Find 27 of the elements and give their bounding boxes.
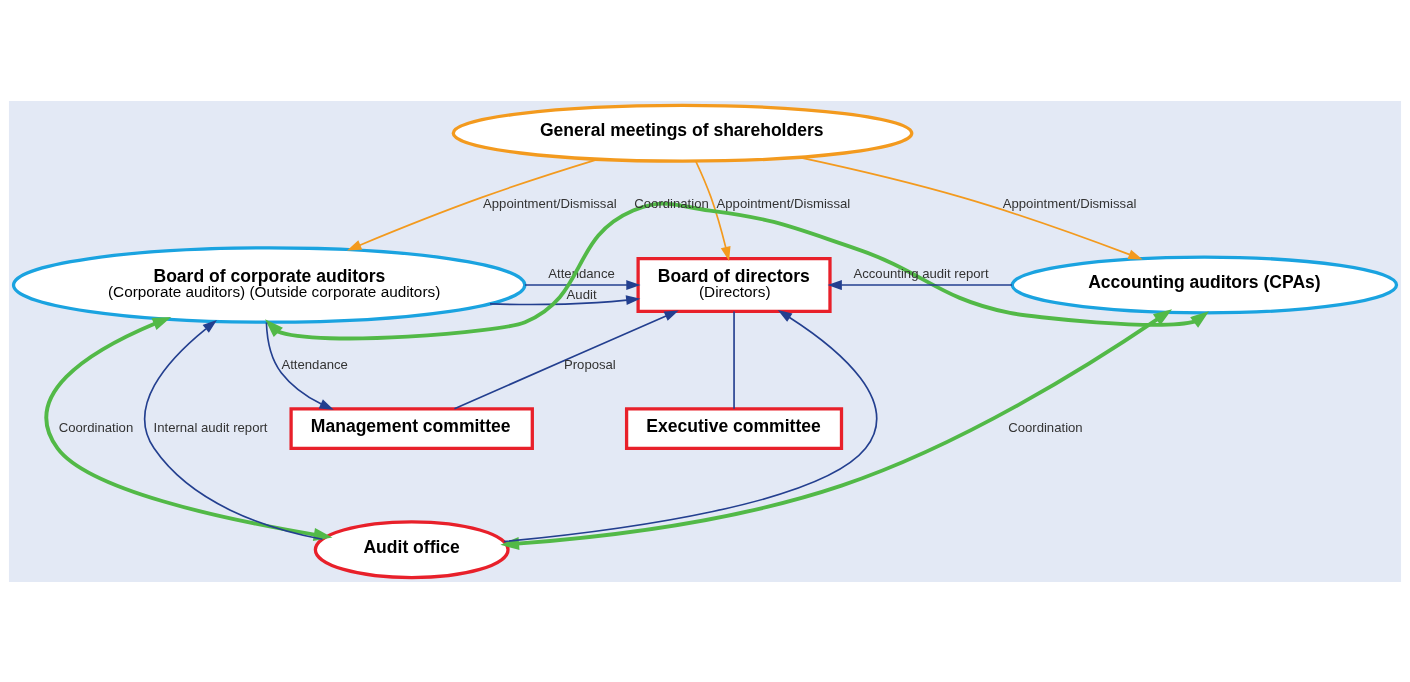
node-ellipse: Accounting auditors (CPAs) (1010, 255, 1399, 315)
edge-label: Coordination (1008, 419, 1083, 435)
edge-label: Attendance (281, 356, 348, 372)
edge-label: Appointment/Dismissal (1002, 195, 1137, 211)
arrow (143, 319, 324, 540)
edge-label: Audit (566, 286, 597, 302)
edge-label: Proposal (563, 356, 616, 372)
edge-label: Appointment/Dismissal (483, 195, 617, 211)
node-ellipse: Board of corporate auditors (Corporate auditors) (Outside corporate auditors) (11, 245, 527, 324)
arrow (695, 159, 731, 261)
arrow (265, 321, 334, 410)
edge-label: Internal audit report (153, 419, 268, 435)
arrow (524, 279, 641, 290)
node-box: Management committee (289, 406, 534, 450)
arrow (453, 309, 679, 410)
edge-label: Appointment/Dismissal (716, 195, 851, 211)
arrow (500, 308, 1173, 550)
node-box: Board of directors (Directors) (636, 256, 832, 313)
arrow (503, 309, 878, 542)
node-box: Executive committee (624, 406, 844, 450)
arrow (827, 279, 1013, 290)
connector (733, 310, 735, 410)
edge-label: Coordination (58, 419, 134, 435)
arrow (44, 316, 333, 541)
node-ellipse: General meetings of shareholders (451, 103, 914, 163)
arrow (265, 201, 1210, 340)
arrow (489, 294, 641, 305)
